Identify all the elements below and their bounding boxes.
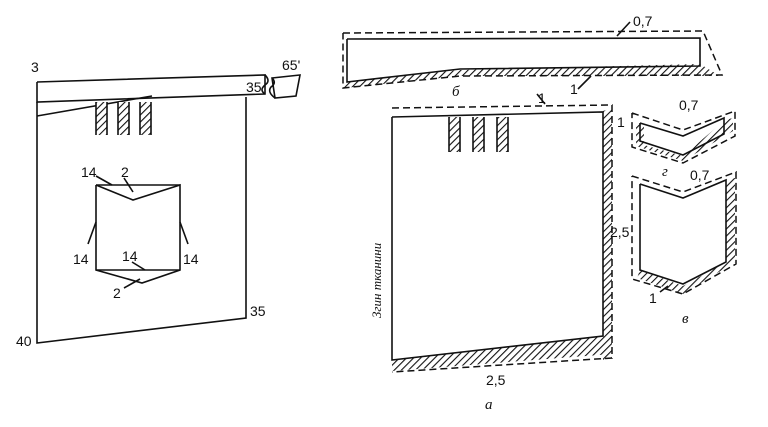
corner-top-label: 3 — [31, 59, 39, 75]
piece-v-side-hatch — [726, 178, 735, 266]
corner-bottom-left-label: 40 — [16, 333, 32, 349]
piece-g-left-label: 1 — [617, 114, 625, 130]
piece-a-top-label: 1 — [538, 90, 546, 106]
strip-b-bottom-label: 1 — [570, 81, 578, 97]
piece-a-dashed — [391, 104, 613, 373]
pocket-bottom-mid-label: 2 — [113, 285, 121, 301]
piece-g-top-label: 0,7 — [679, 97, 699, 113]
angle-break-mark — [268, 77, 276, 99]
piece-g-dashed — [631, 109, 736, 164]
piece-a-pleats — [448, 117, 509, 152]
piece-v-caption: в — [682, 311, 689, 327]
piece-a: 1 2,5 2,5 Згин тканини а — [369, 90, 630, 413]
top-strip — [36, 74, 266, 103]
piece-a-outline — [391, 111, 604, 361]
fold-label: Згин тканини — [369, 242, 384, 318]
piece-v-outline — [639, 178, 727, 285]
piece-g-hatch — [636, 118, 733, 161]
strip-b-caption: б — [452, 84, 460, 100]
left-pattern: 3 35 65' 40 35 14 2 14 14 14 2 — [16, 57, 301, 349]
pocket-right-label: 14 — [183, 251, 199, 267]
piece-a-side-hatch — [603, 108, 612, 360]
piece-g-caption: г — [662, 164, 668, 180]
piece-g-outline — [639, 116, 725, 156]
angle-piece — [271, 74, 301, 99]
piece-g: 1 0,7 г — [617, 97, 736, 180]
strip-b-outline — [346, 37, 701, 83]
piece-a-bottom-label: 2,5 — [486, 372, 506, 388]
pocket-top-left-label: 14 — [81, 164, 97, 180]
strip-end-label: 35 — [246, 79, 262, 95]
strip-b-end-label: 0,7 — [633, 13, 653, 29]
pocket-left-label: 14 — [73, 251, 89, 267]
piece-v: 0,7 1 в — [631, 167, 737, 327]
piece-a-caption: а — [485, 397, 493, 413]
piece-a-bottom-hatch — [392, 336, 612, 371]
angle-label: 65' — [282, 57, 300, 73]
piece-a-side-label: 2,5 — [610, 224, 630, 240]
strip-b-dashed — [342, 30, 724, 89]
piece-v-bottom-label: 1 — [649, 290, 657, 306]
pocket-outline — [95, 183, 181, 284]
strip-b: 0,7 1 б — [342, 13, 724, 100]
piece-v-top-label: 0,7 — [690, 167, 710, 183]
pocket-mid-label: 14 — [122, 248, 138, 264]
piece-v-bottom-hatch — [637, 262, 735, 294]
corner-bottom-right-label: 35 — [250, 303, 266, 319]
left-body-outline — [36, 97, 247, 344]
strip-break-mark — [261, 74, 269, 95]
waist-dart-line — [36, 95, 153, 117]
pleat-hatching — [95, 102, 152, 135]
piece-v-dashed — [631, 170, 737, 295]
pocket-top-mid-label: 2 — [121, 164, 129, 180]
